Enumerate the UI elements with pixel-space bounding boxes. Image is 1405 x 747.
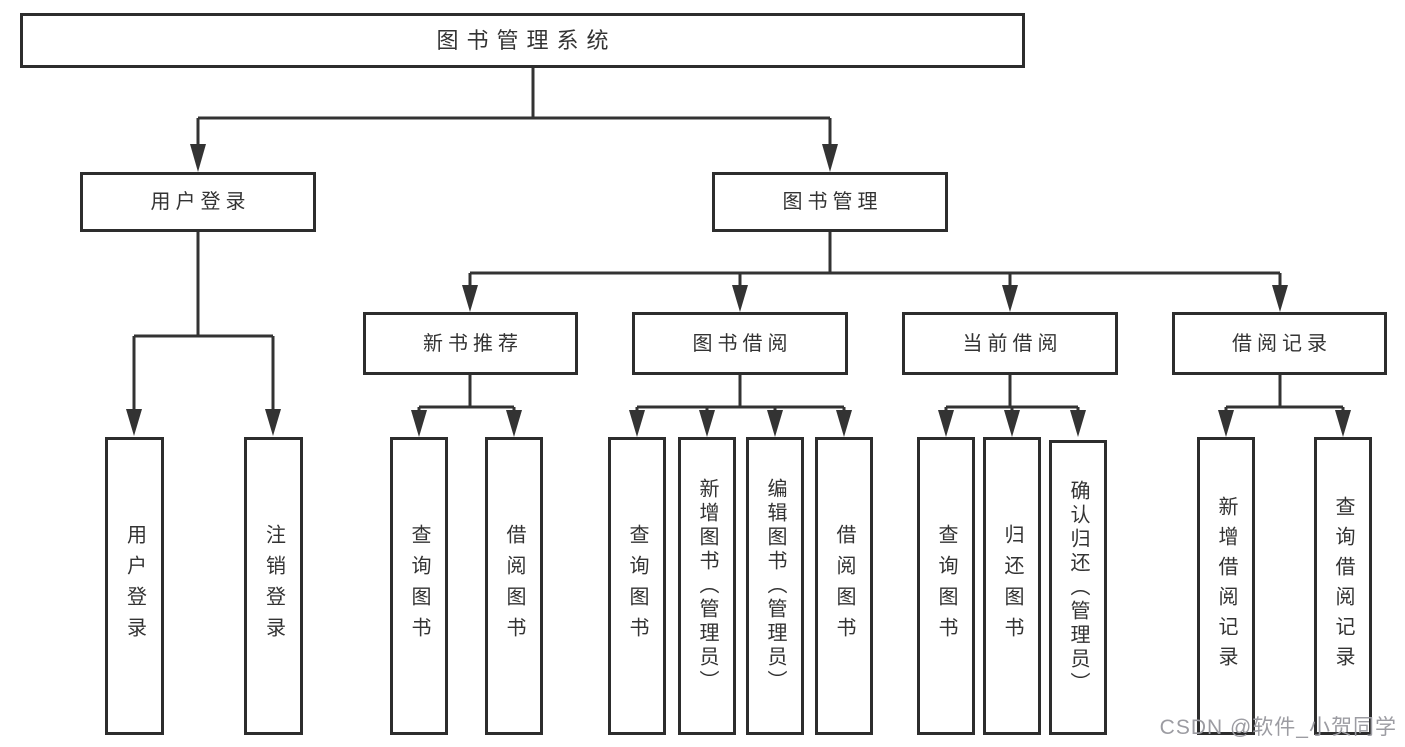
node-query-books-borrow: 查询图书 xyxy=(608,437,666,735)
node-root-book-management-system: 图书管理系统 xyxy=(20,13,1025,68)
node-query-borrow-record: 查询借阅记录 xyxy=(1314,437,1372,735)
node-confirm-return-admin: 确认归还（管理员） xyxy=(1049,440,1107,735)
node-query-books-current: 查询图书 xyxy=(917,437,975,735)
node-query-books-recommend: 查询图书 xyxy=(390,437,448,735)
node-return-books: 归还图书 xyxy=(983,437,1041,735)
edge-book-management-to-level2 xyxy=(462,232,1288,312)
node-book-management: 图书管理 xyxy=(712,172,948,232)
edge-borrowing-records-to-children xyxy=(1218,375,1351,437)
node-borrow-books: 借阅图书 xyxy=(815,437,873,735)
node-new-book-recommendation: 新书推荐 xyxy=(363,312,578,375)
node-book-borrowing: 图书借阅 xyxy=(632,312,848,375)
node-logout: 注销登录 xyxy=(244,437,303,735)
edge-current-borrowing-to-children xyxy=(938,375,1086,437)
node-add-borrow-record: 新增借阅记录 xyxy=(1197,437,1255,735)
node-user-login: 用户登录 xyxy=(80,172,316,232)
node-login: 用户登录 xyxy=(105,437,164,735)
csdn-watermark: CSDN @软件_小贺同学 xyxy=(1159,716,1397,739)
node-add-book-admin: 新增图书（管理员） xyxy=(678,437,736,735)
edge-book-borrowing-to-children xyxy=(629,375,852,437)
edge-root-to-level1 xyxy=(190,68,838,172)
edge-new-book-recommendation-to-children xyxy=(411,375,522,437)
node-edit-book-admin: 编辑图书（管理员） xyxy=(746,437,804,735)
edge-user-login-to-children xyxy=(126,232,281,436)
node-current-borrowing: 当前借阅 xyxy=(902,312,1118,375)
node-borrowing-records: 借阅记录 xyxy=(1172,312,1387,375)
node-borrow-books-recommend: 借阅图书 xyxy=(485,437,543,735)
